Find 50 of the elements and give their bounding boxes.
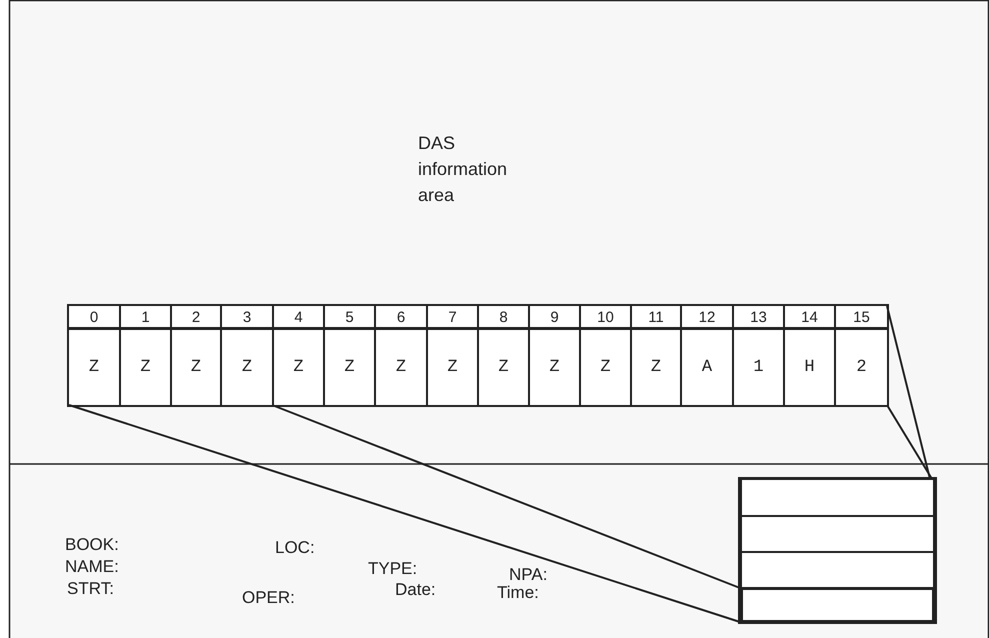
cell-character: Z	[497, 357, 510, 379]
cell-character: Z	[394, 357, 408, 379]
register-strip	[69, 306, 887, 405]
connector-line	[68, 404, 740, 623]
field-label: STRT:	[67, 579, 114, 599]
cell-character: Z	[650, 357, 662, 379]
cell-character: 2	[855, 357, 868, 379]
cell-character: 1	[752, 357, 765, 379]
register-cell	[119, 306, 170, 405]
cell-character: H	[803, 357, 816, 379]
cell-character: Z	[292, 357, 305, 379]
register-cell	[528, 306, 579, 405]
register-cell	[834, 306, 887, 405]
cell-index: 15	[836, 306, 887, 330]
table-row	[740, 478, 935, 517]
register-cell	[732, 306, 783, 405]
connector-line	[272, 404, 740, 589]
cell-character: A	[700, 357, 714, 379]
cell-character: Z	[343, 357, 356, 379]
table-row	[740, 515, 935, 553]
cell-character: Z	[88, 357, 100, 379]
register-cell	[783, 306, 834, 405]
register-cell	[323, 306, 374, 405]
record-table	[740, 479, 935, 622]
register-cell	[630, 306, 680, 405]
cell-character: Z	[139, 357, 152, 379]
register-cell	[272, 306, 323, 405]
field-label: OPER:	[242, 588, 295, 608]
area-title: DAS information area	[418, 132, 508, 207]
field-label: BOOK:	[65, 535, 119, 555]
table-row	[740, 551, 935, 589]
register-cell	[220, 306, 272, 405]
register-cell	[69, 306, 119, 405]
register-cell	[170, 306, 220, 405]
cell-character: Z	[548, 357, 561, 379]
field-label: NAME:	[65, 557, 119, 577]
field-label: TYPE:	[368, 559, 418, 579]
field-label: LOC:	[275, 538, 315, 558]
cell-character: Z	[190, 357, 202, 379]
cell-character: Z	[240, 357, 254, 379]
register-cell	[680, 306, 732, 405]
field-label: Date:	[395, 580, 436, 600]
cell-character: Z	[446, 357, 459, 379]
table-row	[740, 587, 935, 623]
field-label: Time:	[497, 583, 539, 603]
cell-character: Z	[599, 357, 612, 379]
register-cell	[579, 306, 630, 405]
register-cell	[477, 306, 528, 405]
register-cell	[374, 306, 426, 405]
register-cell	[426, 306, 477, 405]
